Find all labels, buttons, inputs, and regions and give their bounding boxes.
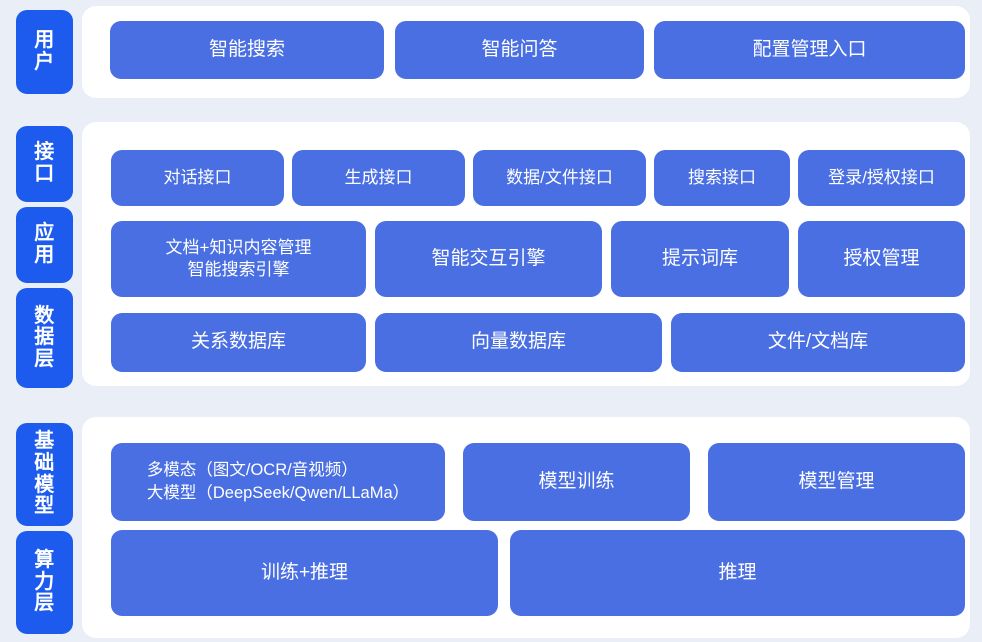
layer-tab-compute[interactable]: 算力层 [16,531,73,634]
card-data-file-api-label: 数据/文件接口 [506,167,613,187]
card-inference[interactable]: 推理 [510,530,965,616]
card-search-api-label: 搜索接口 [688,167,756,187]
card-prompt-library[interactable]: 提示词库 [611,221,789,297]
card-authorization-management[interactable]: 授权管理 [798,221,965,297]
card-search-api[interactable]: 搜索接口 [654,150,790,206]
layer-tab-foundation-model-label: 基础模型 [34,430,55,518]
card-file-document-store-label: 文件/文档库 [767,331,869,353]
card-vector-database-label: 向量数据库 [470,331,566,353]
card-doc-knowledge-management[interactable]: 文档+知识内容管理 智能搜索引擎 [111,221,366,297]
card-generation-api[interactable]: 生成接口 [292,150,465,206]
card-model-training[interactable]: 模型训练 [463,443,690,521]
layer-tab-foundation-model[interactable]: 基础模型 [16,423,73,526]
card-file-document-store[interactable]: 文件/文档库 [671,313,965,372]
card-smart-search-label: 智能搜索 [208,38,285,60]
layer-tab-data-label: 数据层 [34,304,55,370]
card-model-training-label: 模型训练 [538,470,615,492]
layer-tab-interface-label: 接口 [34,141,55,185]
card-training-inference[interactable]: 训练+推理 [111,530,498,616]
card-model-management-label: 模型管理 [798,470,875,492]
card-login-auth-api[interactable]: 登录/授权接口 [798,150,965,206]
card-interaction-engine-label: 智能交互引擎 [431,247,546,269]
layer-tab-application-label: 应用 [34,222,55,266]
layer-tab-application[interactable]: 应用 [16,207,73,283]
layer-tab-interface[interactable]: 接口 [16,126,73,202]
card-authorization-management-label: 授权管理 [843,247,920,269]
card-smart-qa[interactable]: 智能问答 [395,21,644,79]
card-interaction-engine[interactable]: 智能交互引擎 [375,221,602,297]
card-config-management-entry-label: 配置管理入口 [752,38,867,60]
card-training-inference-label: 训练+推理 [260,561,349,583]
card-config-management-entry[interactable]: 配置管理入口 [654,21,965,79]
card-login-auth-api-label: 登录/授权接口 [828,167,935,187]
layer-tab-user[interactable]: 用户 [16,10,73,94]
layer-tab-data[interactable]: 数据层 [16,288,73,388]
card-prompt-library-label: 提示词库 [661,247,738,269]
card-multimodal-large-model[interactable]: 多模态（图文/OCR/音视频） 大模型（DeepSeek/Qwen/LLaMa） [111,443,445,521]
card-vector-database[interactable]: 向量数据库 [375,313,662,372]
card-inference-label: 推理 [718,561,757,583]
card-dialog-api-label: 对话接口 [163,167,232,187]
card-smart-qa-label: 智能问答 [481,38,558,60]
card-model-management[interactable]: 模型管理 [708,443,965,521]
card-relational-database[interactable]: 关系数据库 [111,313,366,372]
layer-tab-user-label: 用户 [34,29,55,73]
card-data-file-api[interactable]: 数据/文件接口 [473,150,646,206]
card-generation-api-label: 生成接口 [344,167,413,187]
card-relational-database-label: 关系数据库 [190,331,286,353]
card-doc-knowledge-management-label: 文档+知识内容管理 智能搜索引擎 [165,237,312,279]
card-dialog-api[interactable]: 对话接口 [111,150,284,206]
card-smart-search[interactable]: 智能搜索 [110,21,384,79]
card-multimodal-large-model-label: 多模态（图文/OCR/音视频） 大模型（DeepSeek/Qwen/LLaMa） [146,460,410,502]
layer-tab-compute-label: 算力层 [34,549,55,615]
